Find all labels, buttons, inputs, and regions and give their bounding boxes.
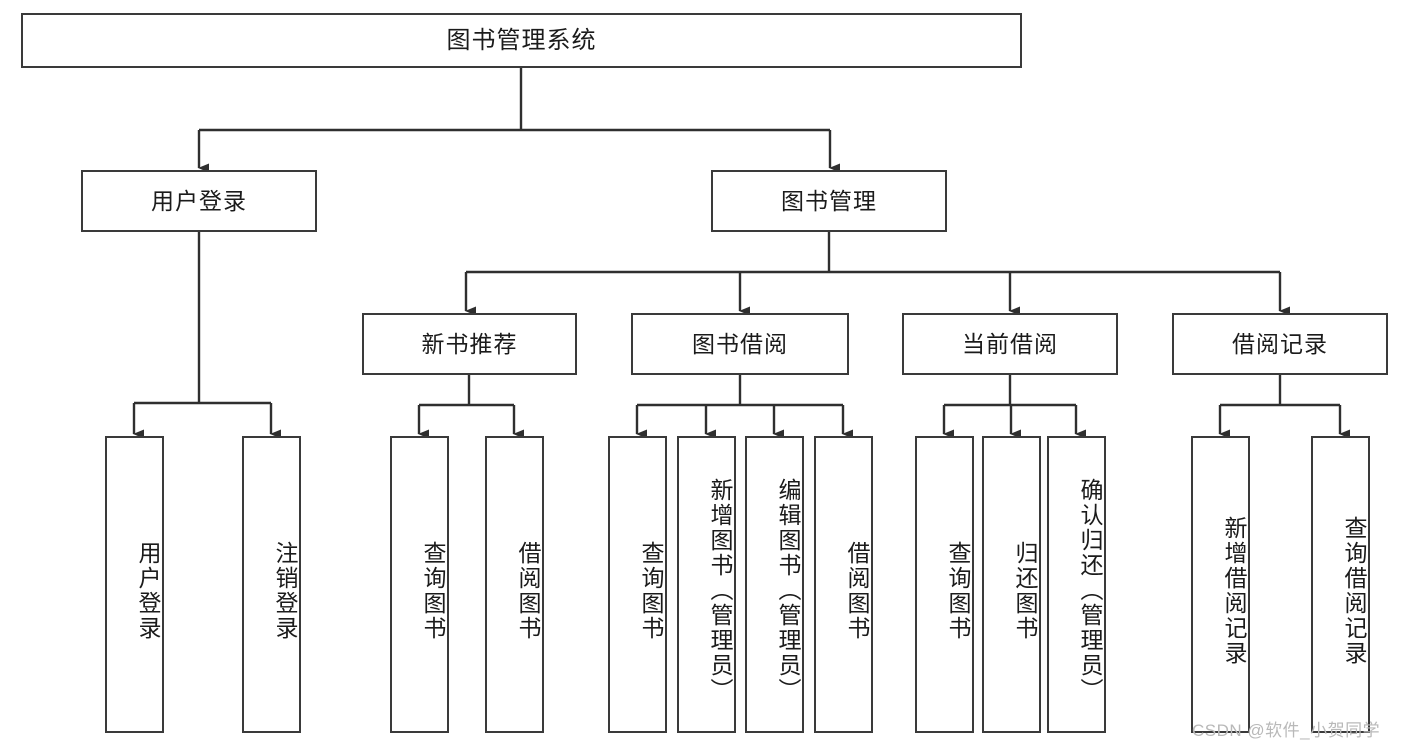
leaf-record-query-record[interactable]: 查询借阅记录	[1311, 436, 1370, 733]
leaf-user-login-logout[interactable]: 注销登录	[242, 436, 301, 733]
node-label: 借阅记录	[1232, 330, 1328, 357]
node-new-book-recommend[interactable]: 新书推荐	[362, 313, 577, 375]
node-book-management[interactable]: 图书管理	[711, 170, 947, 232]
leaf-current-confirm-return-admin[interactable]: 确认归还（管理员）	[1047, 436, 1106, 733]
leaf-borrow-add-book-admin[interactable]: 新增图书（管理员）	[677, 436, 736, 733]
node-label: 新书推荐	[421, 330, 518, 357]
node-label: 确认归还（管理员）	[1077, 478, 1103, 703]
node-label: 图书管理系统	[446, 26, 597, 54]
node-label: 新增图书（管理员）	[707, 478, 733, 703]
node-label: 新增借阅记录	[1221, 515, 1247, 666]
node-root-system[interactable]: 图书管理系统	[21, 13, 1022, 68]
leaf-recommend-query-book[interactable]: 查询图书	[390, 436, 449, 733]
leaf-borrow-edit-book-admin[interactable]: 编辑图书（管理员）	[745, 436, 804, 733]
leaf-current-query-book[interactable]: 查询图书	[915, 436, 974, 733]
node-borrow-record[interactable]: 借阅记录	[1172, 313, 1388, 375]
leaf-current-return-book[interactable]: 归还图书	[982, 436, 1041, 733]
node-label: 用户登录	[135, 540, 161, 641]
node-label: 查询图书	[638, 540, 664, 641]
node-label: 当前借阅	[962, 330, 1058, 357]
leaf-user-login-login[interactable]: 用户登录	[105, 436, 164, 733]
node-label: 用户登录	[151, 187, 247, 214]
node-label: 查询图书	[420, 540, 446, 641]
node-label: 编辑图书（管理员）	[775, 478, 801, 703]
leaf-borrow-query-book[interactable]: 查询图书	[608, 436, 667, 733]
node-label: 注销登录	[272, 540, 298, 641]
node-label: 归还图书	[1012, 540, 1038, 641]
node-book-borrow[interactable]: 图书借阅	[631, 313, 849, 375]
node-label: 查询图书	[945, 540, 971, 641]
node-label: 借阅图书	[515, 540, 541, 641]
node-label: 借阅图书	[844, 540, 870, 641]
node-label: 图书管理	[781, 187, 877, 214]
node-label: 查询借阅记录	[1341, 515, 1367, 666]
leaf-recommend-borrow-book[interactable]: 借阅图书	[485, 436, 544, 733]
leaf-borrow-borrow-book[interactable]: 借阅图书	[814, 436, 873, 733]
node-current-borrow[interactable]: 当前借阅	[902, 313, 1118, 375]
leaf-record-add-record[interactable]: 新增借阅记录	[1191, 436, 1250, 733]
node-label: 图书借阅	[692, 330, 788, 357]
csdn-watermark: CSDN @软件_小贺同学	[1192, 721, 1381, 740]
node-user-login[interactable]: 用户登录	[81, 170, 317, 232]
